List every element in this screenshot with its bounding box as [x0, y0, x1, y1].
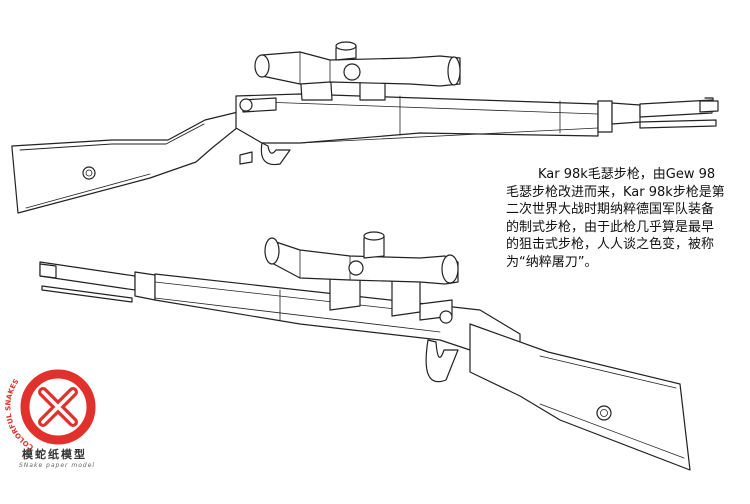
brand-english: SNake paper model — [19, 462, 96, 469]
top-barrel — [639, 99, 713, 118]
bottom-trigger-guard — [425, 339, 459, 383]
top-stock — [11, 111, 239, 214]
rifle-bottom — [39, 231, 691, 471]
description-text: Kar 98k毛瑟步枪，由Gew 98毛瑟步枪改进而来，Kar 98k步枪是第二… — [506, 167, 725, 270]
rifle-top — [11, 41, 719, 214]
description-block: Kar 98k毛瑟步枪，由Gew 98毛瑟步枪改进而来，Kar 98k步枪是第二… — [506, 166, 726, 272]
top-stock-disc — [82, 166, 96, 180]
top-receiver — [235, 93, 599, 144]
logo: COLORFUL SNAKES — [4, 369, 96, 451]
top-scope — [261, 51, 461, 87]
brand-chinese: 模蛇纸模型 — [22, 448, 87, 461]
top-trigger-guard — [260, 142, 291, 166]
bottom-stock — [469, 323, 691, 471]
bottom-stock-disc — [596, 405, 612, 421]
